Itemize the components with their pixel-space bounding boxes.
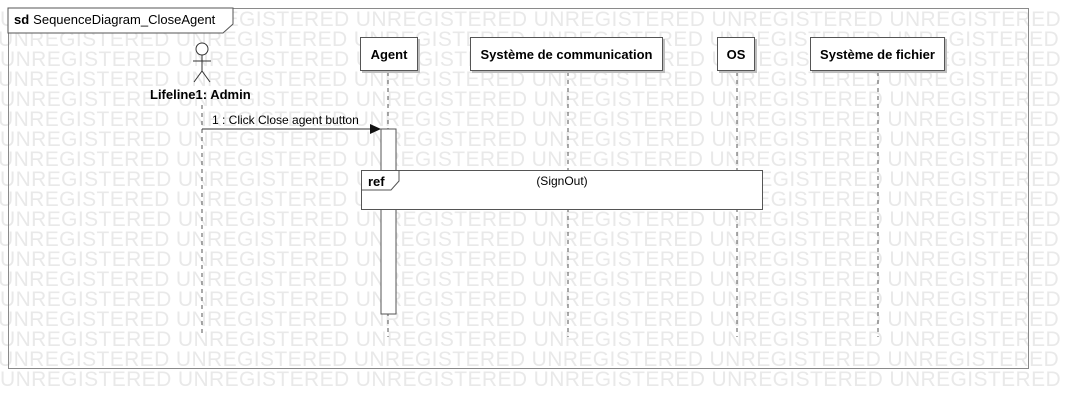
message-arrowhead: [370, 124, 381, 134]
watermark-row: UNREGISTERED UNREGISTERED UNREGISTERED U…: [0, 10, 1066, 30]
watermark-row: UNREGISTERED UNREGISTERED UNREGISTERED U…: [0, 370, 1066, 390]
watermark-row: UNREGISTERED UNREGISTERED UNREGISTERED U…: [0, 270, 1064, 290]
actor-icon: [193, 42, 211, 83]
watermark-row: UNREGISTERED UNREGISTERED UNREGISTERED U…: [0, 330, 1066, 350]
watermark-row: UNREGISTERED UNREGISTERED UNREGISTERED U…: [0, 70, 1064, 90]
watermark-row: UNREGISTERED UNREGISTERED UNREGISTERED U…: [0, 90, 1066, 110]
lifeline-box-fs: Système de fichier: [810, 37, 945, 71]
ref-fragment: [361, 170, 763, 210]
watermark-row: UNREGISTERED UNREGISTERED UNREGISTERED U…: [0, 210, 1066, 230]
sequence-frame: [8, 8, 1029, 369]
frame-keyword: sd: [14, 12, 30, 27]
watermark-row: UNREGISTERED UNREGISTERED UNREGISTERED U…: [0, 350, 1064, 370]
watermark-row: UNREGISTERED UNREGISTERED UNREGISTERED U…: [0, 110, 1064, 130]
watermark-row: UNREGISTERED UNREGISTERED UNREGISTERED U…: [0, 250, 1066, 270]
watermark-row: UNREGISTERED UNREGISTERED UNREGISTERED U…: [0, 290, 1066, 310]
watermark-row: UNREGISTERED UNREGISTERED UNREGISTERED U…: [0, 230, 1064, 250]
watermark-row: UNREGISTERED UNREGISTERED UNREGISTERED U…: [0, 130, 1066, 150]
watermark-row: UNREGISTERED UNREGISTERED UNREGISTERED U…: [0, 310, 1064, 330]
watermark-row: UNREGISTERED UNREGISTERED UNREGISTERED U…: [0, 150, 1064, 170]
lifeline-box-os: OS: [717, 37, 755, 71]
lifeline-box-comm: Système de communication: [470, 37, 663, 71]
frame-name: SequenceDiagram_CloseAgent: [33, 12, 216, 27]
ref-operator: ref: [368, 174, 385, 189]
activation-bar-agent: [380, 128, 397, 315]
frame-tab: [7, 7, 234, 34]
message-label: 1 : Click Close agent button: [212, 113, 359, 127]
lifeline-box-agent: Agent: [360, 37, 418, 71]
ref-text: (SignOut): [536, 174, 588, 188]
actor-label: Lifeline1: Admin: [150, 87, 251, 102]
